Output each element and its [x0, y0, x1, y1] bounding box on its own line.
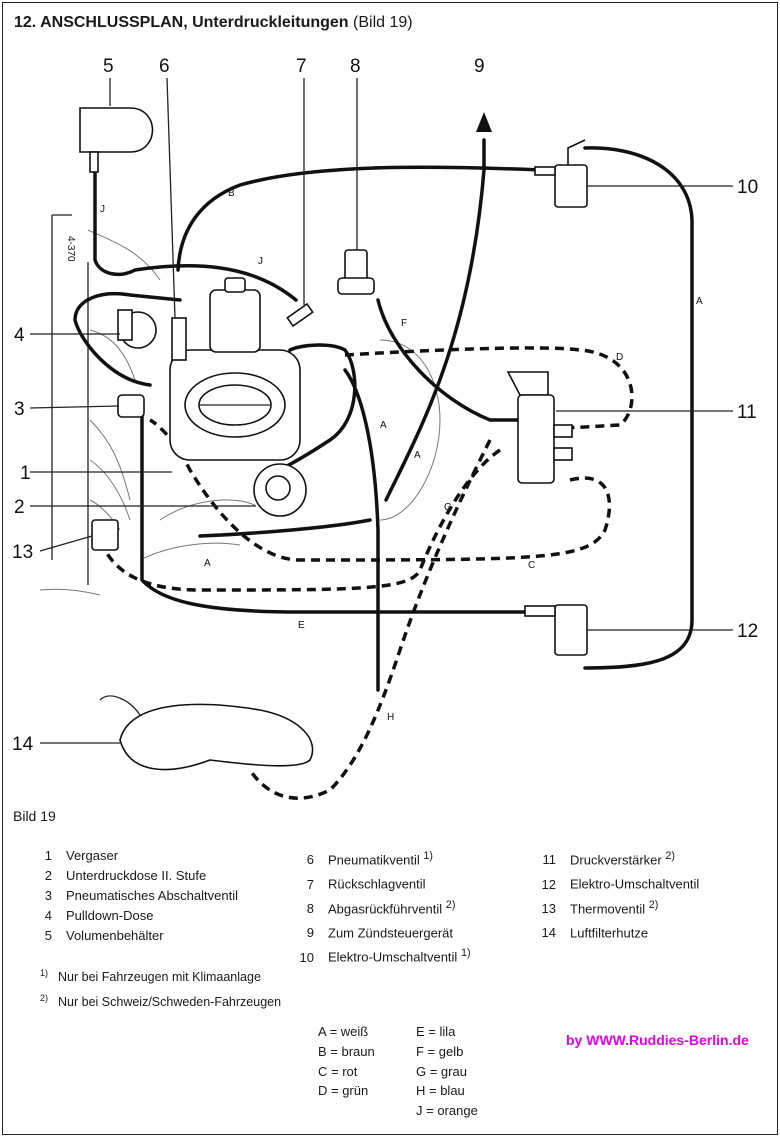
hose-c [149, 418, 612, 562]
callout-9: 9 [474, 56, 485, 77]
footnotes: 1)Nur bei Fahrzeugen mit Klimaanlage 2)N… [40, 963, 281, 1012]
hose-label-a3: A [414, 450, 421, 461]
hose-j [93, 158, 298, 302]
hose-label-a1: A [696, 296, 703, 307]
callout-13: 13 [12, 542, 33, 563]
engine-background: 4-370 [39, 214, 441, 596]
leader-lines [29, 77, 733, 744]
hose-pulldown-2 [268, 343, 357, 477]
callout-12: 12 [737, 621, 758, 642]
callout-1: 1 [20, 463, 31, 484]
color-code: J = orange [416, 1103, 478, 1119]
callout-3: 3 [14, 399, 25, 420]
callout-2: 2 [14, 497, 25, 518]
hose-label-d: D [616, 352, 623, 363]
callout-8: 8 [350, 56, 361, 77]
color-codes-right: E = lila F = gelb G = grau H = blau J = … [416, 1022, 478, 1121]
shutoff-valve-3 [117, 394, 145, 418]
color-code: C = rot [318, 1063, 358, 1079]
air-filter-snorkel-14 [119, 703, 314, 771]
pressure-booster-11 [506, 371, 549, 396]
volume-tank-5 [79, 107, 154, 153]
arrow-9 [476, 112, 492, 132]
hose-a-carb [343, 368, 380, 692]
color-code: F = gelb [416, 1043, 464, 1059]
callout-7: 7 [296, 56, 307, 77]
hose-b [176, 165, 542, 272]
color-code: D = grün [318, 1083, 369, 1099]
switch-valve-10 [554, 164, 588, 208]
pneumatic-valve-6 [171, 317, 187, 361]
hose-label-j2: J [258, 256, 263, 267]
hose-label-e: E [298, 620, 305, 631]
hose-label-h: H [387, 712, 394, 723]
color-code: B = braun [318, 1043, 375, 1059]
color-code: A = weiß [318, 1024, 369, 1039]
hose-label-c: C [528, 560, 535, 571]
credit-link[interactable]: by WWW.Ruddies-Berlin.de [566, 1032, 749, 1048]
thermo-valve-13 [91, 519, 119, 551]
color-code: E = lila [416, 1024, 456, 1039]
vacuum-hose-diagram: 4-370 [12, 56, 758, 800]
hose-d [344, 346, 634, 430]
hose-label-f: F [401, 318, 407, 329]
title-figure-ref: (Bild 19) [353, 14, 413, 31]
hose-label-b: B [228, 188, 235, 199]
callout-10: 10 [737, 177, 758, 198]
hose-carb-to-2 [198, 518, 372, 538]
title-main: 12. ANSCHLUSSPLAN, Unterdruckleitungen [14, 14, 349, 31]
hose-letters: B J J A F D A A G A C E H [100, 188, 703, 723]
color-codes-left: A = weiß B = braun C = rot D = grün [318, 1022, 375, 1101]
switch-valve-12 [554, 604, 588, 656]
components [79, 107, 588, 771]
callout-14: 14 [12, 734, 34, 755]
hose-a-to-9 [384, 138, 486, 502]
hose-a-outer [583, 146, 694, 670]
hose-f [376, 298, 520, 422]
callout-5: 5 [103, 56, 114, 77]
hose-label-j1: J [100, 204, 105, 215]
color-code: G = grau [416, 1063, 467, 1079]
callout-11: 11 [737, 402, 757, 423]
hose-h [248, 439, 492, 800]
hose-label-a4: A [204, 558, 211, 569]
callout-numbers: 5 6 7 8 9 10 11 12 4 3 1 2 13 14 [12, 56, 758, 755]
side-mark: 4-370 [65, 236, 76, 262]
hose-label-a2: A [380, 420, 387, 431]
vacuum-hoses [73, 138, 694, 800]
footnote: 1)Nur bei Fahrzeugen mit Klimaanlage [40, 968, 261, 985]
hose-label-g: G [444, 502, 452, 513]
hose-pulldown [73, 292, 182, 387]
figure-caption: Bild 19 [13, 808, 56, 824]
color-code: H = blau [416, 1083, 465, 1099]
page-title: 12. ANSCHLUSSPLAN, Unterdruckleitungen (… [14, 14, 413, 32]
hose-g [102, 448, 501, 592]
check-valve-7 [286, 302, 314, 328]
egr-valve-8 [344, 249, 368, 281]
callout-4: 4 [14, 325, 25, 346]
footnote: 2)Nur bei Schweiz/Schweden-Fahrzeugen [40, 992, 282, 1009]
callout-6: 6 [159, 56, 170, 77]
